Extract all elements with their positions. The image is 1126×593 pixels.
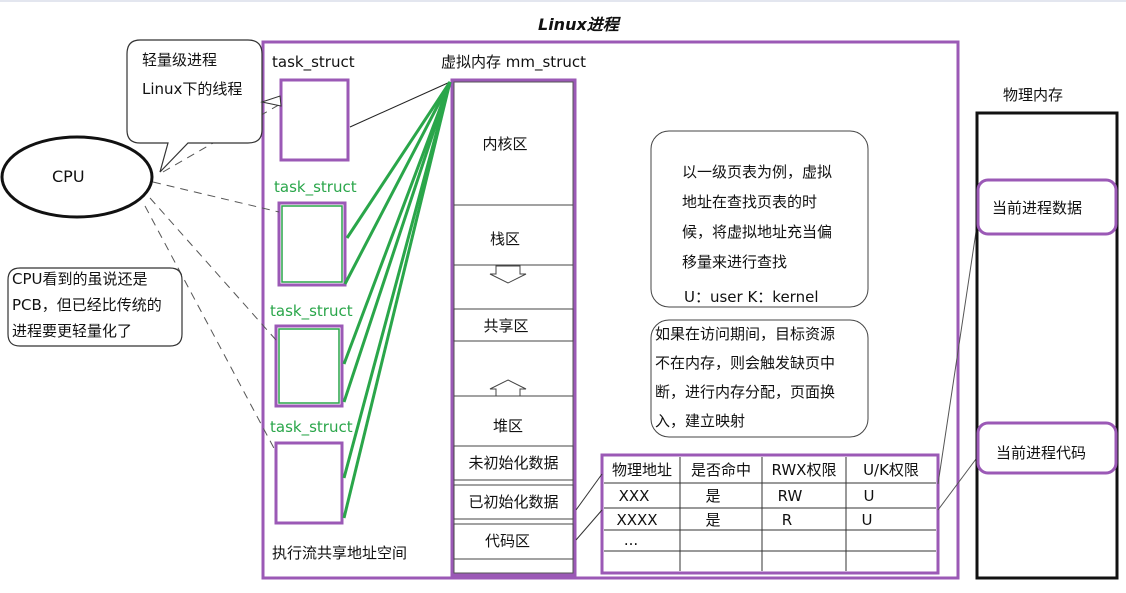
table-header-rwx: RWX权限 [771, 461, 837, 479]
thread-bubble-line-1: 轻量级进程 [142, 51, 218, 69]
pagefault-note-line-2: 不在内存，则会触发缺页中 [655, 354, 836, 372]
pagefault-note-line-1: 如果在访问期间，目标资源 [655, 325, 836, 343]
table-cell: U [863, 487, 875, 505]
table-cell: R [781, 511, 793, 529]
uk-note: U：user K：kernel [684, 288, 819, 306]
thread-bubble-pointer [260, 95, 282, 107]
table-cell: XXXX [616, 511, 658, 529]
process-box [261, 40, 960, 580]
pagefault-note-box [650, 319, 869, 438]
green-link-4 [342, 81, 452, 403]
pcb-speech-bubble [7, 267, 183, 347]
pcb-bubble-line-2: PCB，但已经比传统的 [12, 296, 162, 314]
cpu-label: CPU [52, 167, 85, 186]
table-cell: 是 [705, 487, 721, 505]
table-cell: RW [777, 487, 803, 505]
thread-speech-bubble [126, 39, 263, 173]
green-link-2 [343, 81, 452, 285]
segment-init-data: 已初始化数据 [468, 493, 559, 511]
task-struct-label-green-3: task_struct [270, 418, 353, 436]
green-link-6 [342, 81, 452, 519]
task-struct-label-main: task_struct [272, 53, 355, 71]
mm-struct-label: 虚拟内存 mm_struct [441, 53, 586, 71]
pagefault-note-line-4: 入，建立映射 [655, 412, 746, 430]
segment-code: 代码区 [484, 532, 530, 550]
diagram-title: Linux进程 [538, 15, 619, 34]
stack-grow-down-arrow-icon [489, 265, 527, 284]
task-struct-box-2 [274, 324, 344, 408]
table-header-hit: 是否命中 [690, 461, 751, 479]
task-struct-box-1 [277, 201, 347, 287]
table-cell: ... [623, 531, 639, 549]
green-link-1 [345, 81, 452, 239]
shared-space-label: 执行流共享地址空间 [272, 544, 408, 562]
task-struct-label-green-2: task_struct [270, 302, 353, 320]
task-struct-box-3 [274, 441, 344, 525]
pcb-bubble-line-3: 进程要更轻量化了 [12, 322, 133, 340]
thread-bubble-line-2: Linux下的线程 [142, 80, 243, 98]
green-link-5 [342, 81, 452, 479]
cpu-ellipse [0, 135, 154, 219]
pcb-bubble-line-1: CPU看到的虽说还是 [12, 270, 148, 288]
mm-struct-column [450, 78, 577, 577]
pagefault-note-line-3: 断，进行内存分配，页面换 [655, 383, 836, 401]
pagetable-note-box [650, 130, 869, 308]
init-data-box [453, 484, 574, 520]
segment-shared: 共享区 [483, 317, 529, 335]
task-struct-box-1-inner [281, 205, 343, 283]
mm-to-table-line-2 [575, 509, 603, 541]
main-to-mm-line [349, 81, 451, 128]
table-cell: U [861, 511, 873, 529]
physical-memory-box [975, 111, 1119, 580]
physical-memory-label: 物理内存 [1003, 86, 1064, 104]
segment-kernel: 内核区 [482, 135, 528, 153]
segment-uninit-data: 未初始化数据 [468, 454, 559, 472]
cpu-dash-3 [144, 205, 277, 453]
heap-grow-up-arrow-icon [489, 379, 527, 397]
cpu-dash-1 [152, 181, 280, 213]
pagetable-note-line-1: 以一级页表为例，虚拟 [682, 163, 833, 181]
segment-stack: 栈区 [489, 230, 520, 248]
pagetable-note-line-4: 移量来进行查找 [682, 253, 788, 271]
pagetable-note-text: 以一级页表为例，虚拟 地址在查找页表的时 候，将虚拟地址充当偏 移量来进行查找 [682, 157, 832, 277]
segment-heap: 堆区 [492, 417, 523, 435]
table-header-physical-addr: 物理地址 [611, 461, 672, 479]
page-table-grid [600, 453, 940, 575]
cpu-dash-2 [149, 197, 277, 341]
current-data-box [976, 178, 1118, 236]
table-cell: 是 [705, 511, 721, 529]
uninit-data-box [453, 445, 574, 481]
code-area-box [453, 523, 574, 560]
table-cell: XXX [618, 487, 650, 505]
current-data-label: 当前进程数据 [992, 199, 1083, 217]
pagetable-note-line-3: 候，将虚拟地址充当偏 [682, 223, 833, 241]
current-code-label: 当前进程代码 [996, 444, 1087, 462]
task-struct-box-main [279, 78, 350, 162]
thread-bubble-text: 轻量级进程 Linux下的线程 [142, 46, 242, 104]
page-table-border [600, 453, 940, 575]
pcb-bubble-text: CPU看到的虽说还是 PCB，但已经比传统的 进程要更轻量化了 [12, 266, 162, 344]
pagefault-note-text: 如果在访问期间，目标资源 不在内存，则会触发缺页中 断，进行内存分配，页面换 入… [655, 320, 835, 436]
pagetable-note-line-2: 地址在查找页表的时 [682, 193, 818, 211]
current-code-box [976, 421, 1118, 475]
mm-to-table-line-1 [575, 473, 603, 511]
green-link-3 [342, 81, 452, 365]
table-to-data-line [937, 211, 980, 485]
shared-area-box [453, 308, 574, 342]
table-to-code-line [937, 454, 980, 511]
task-struct-label-green-1: task_struct [274, 178, 357, 196]
table-header-uk: U/K权限 [863, 461, 919, 479]
task-struct-box-2-inner [278, 328, 340, 404]
